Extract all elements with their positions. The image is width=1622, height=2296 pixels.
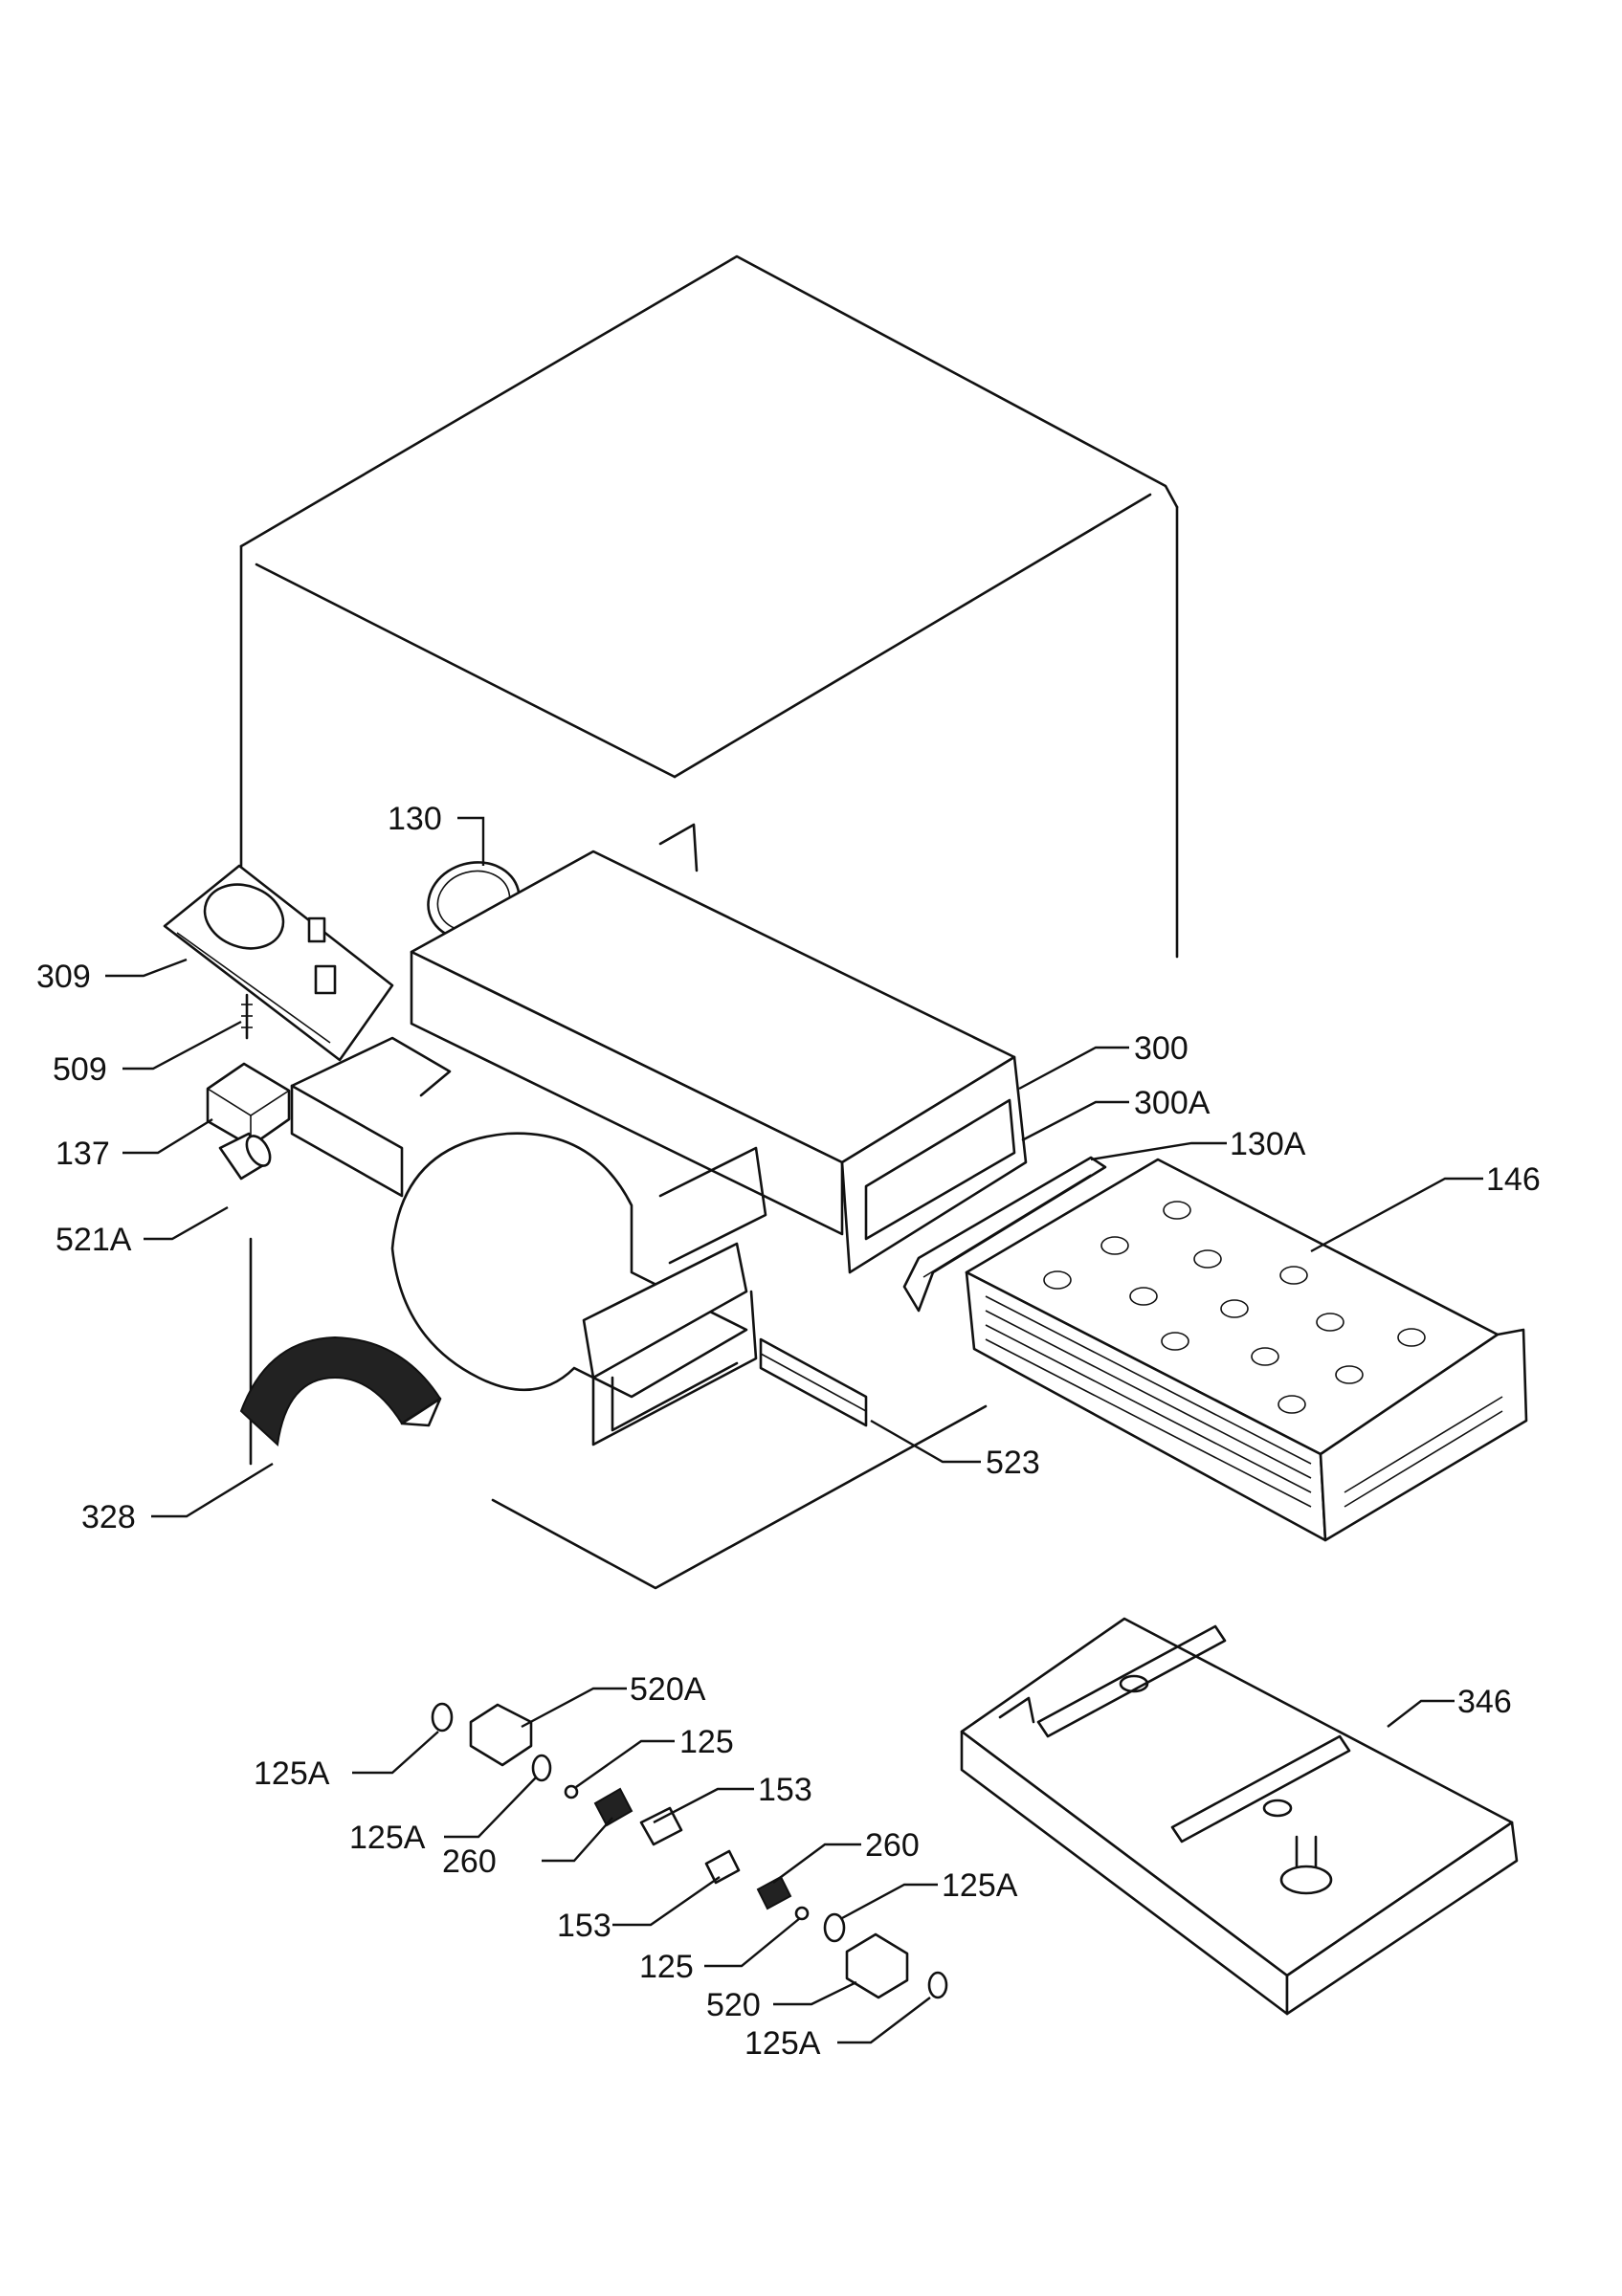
blower-housing (390, 1132, 767, 1446)
label-137: 137 (56, 1136, 110, 1172)
label-523: 523 (986, 1445, 1040, 1481)
label-153-1: 153 (758, 1772, 812, 1808)
label-260-2: 260 (865, 1827, 920, 1864)
label-521a: 521A (56, 1222, 132, 1258)
part-346-base-tray (960, 1617, 1519, 2016)
part-146-condenser (965, 1158, 1528, 1542)
label-153-2: 153 (557, 1908, 611, 1944)
label-328: 328 (81, 1499, 136, 1535)
label-125a-1: 125A (254, 1755, 330, 1792)
label-346: 346 (1457, 1684, 1512, 1720)
part-509-screw (241, 993, 253, 1040)
label-125-2: 125 (639, 1949, 694, 1985)
part-523-strip (759, 1337, 868, 1427)
label-520a: 520A (630, 1671, 706, 1708)
label-300a: 300A (1134, 1085, 1211, 1121)
cabinet-outline (239, 254, 1179, 1590)
leader-lines (105, 816, 1483, 2044)
label-309: 309 (36, 959, 91, 995)
part-labels: 130 309 509 137 521A 328 300 300A 130A 1… (36, 801, 1541, 2062)
label-125a-4: 125A (744, 2025, 821, 2062)
label-130: 130 (388, 801, 442, 837)
part-521a-cylinder (218, 1132, 272, 1181)
part-328-filter (239, 1336, 442, 1447)
label-125a-3: 125A (942, 1867, 1018, 1904)
part-300-duct-housing (290, 823, 1028, 1274)
label-260-1: 260 (442, 1843, 497, 1880)
label-520: 520 (706, 1987, 761, 2023)
label-125-1: 125 (679, 1724, 734, 1760)
label-146: 146 (1486, 1161, 1541, 1198)
hardware-cluster (431, 1702, 948, 1999)
part-130a-gasket (902, 1156, 1107, 1313)
label-509: 509 (53, 1051, 107, 1088)
label-130a: 130A (1230, 1126, 1306, 1162)
label-125a-2: 125A (349, 1820, 426, 1856)
label-300: 300 (1134, 1030, 1189, 1067)
part-309-plate (163, 864, 394, 1062)
